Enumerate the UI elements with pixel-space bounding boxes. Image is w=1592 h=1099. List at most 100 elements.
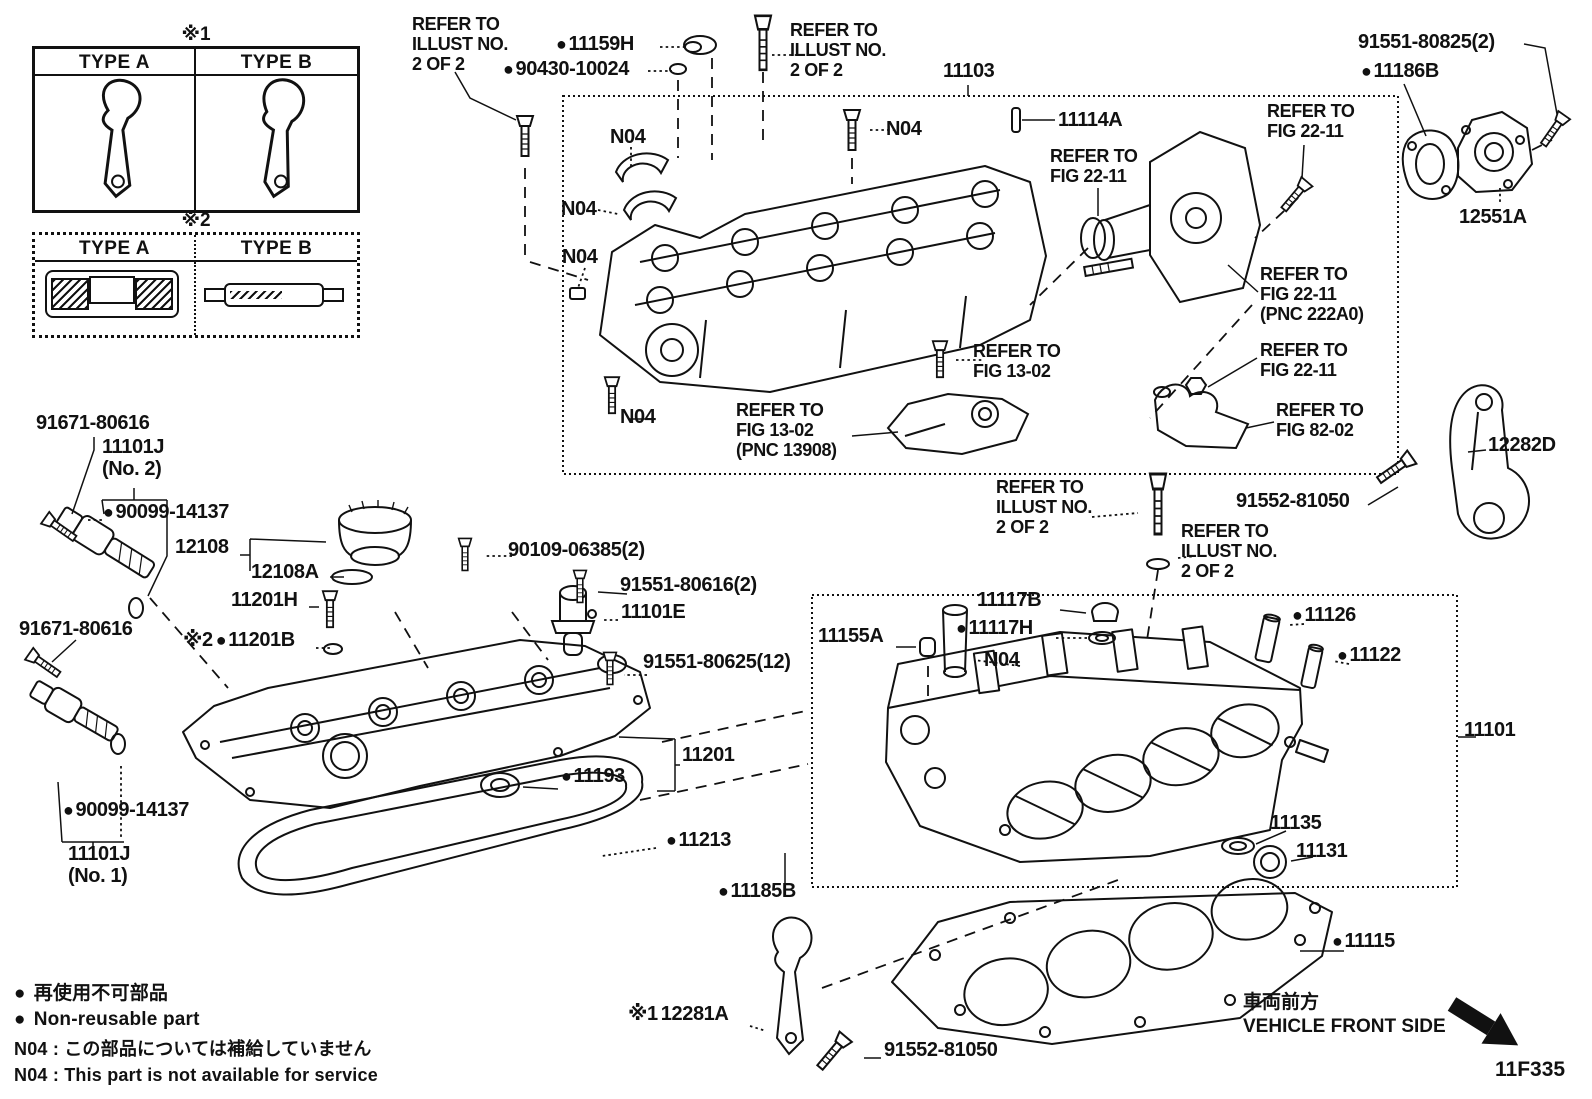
table1-type-b-cell (196, 76, 357, 210)
label-refer-fig2211-c: REFER TO FIG 22-11 (PNC 222A0) (1260, 264, 1364, 324)
oring-drawing (1080, 217, 1106, 259)
label-91551-80625: 91551-80625(12) (643, 651, 791, 673)
label-text: 91671-80616 (19, 618, 133, 640)
bracket-drawing (1153, 383, 1250, 450)
cam-sensor-no2-drawing (55, 506, 156, 619)
table2-type-a-cell (35, 262, 196, 335)
vehicle-front-note: 車両前方 VEHICLE FRONT SIDE (1243, 991, 1446, 1039)
seal-b-hatch (230, 291, 282, 299)
hook-type-b-icon (262, 78, 306, 199)
pin-11114A-drawing (1011, 107, 1021, 133)
cylinder-head-drawing (885, 625, 1329, 863)
label-11159H: ●11159H (556, 33, 634, 55)
label-refer-illust-3: REFER TO ILLUST NO. 2 OF 2 (996, 477, 1092, 537)
label-N04-3: N04 (562, 246, 598, 268)
label-refer-fig1302-a: REFER TO FIG 13-02 (973, 341, 1061, 381)
label-text: 11101J (No. 2) (102, 436, 165, 481)
table1-marker: ※1 (181, 24, 211, 45)
label-text: 11185B (730, 880, 796, 902)
cam-cap-11159H-drawing (683, 35, 717, 55)
label-text: 91551-80825(2) (1358, 31, 1495, 53)
seal-b-stub-left (204, 288, 226, 302)
label-91671-80616-a: 91671-80616 (36, 412, 150, 434)
label-text: 11126 (1304, 604, 1356, 626)
label-text: 11115 (1344, 930, 1395, 952)
label-text: REFER TO FIG 22-11 (PNC 222A0) (1260, 264, 1364, 325)
label-11101E: 11101E (621, 601, 686, 623)
label-N04-5: N04 (984, 649, 1020, 671)
label-refer-illust-4: REFER TO ILLUST NO. 2 OF 2 (1181, 521, 1277, 581)
camshaft-housing-drawing (599, 165, 1047, 393)
non-reusable-bullet-icon: ● (956, 618, 967, 638)
label-N04-1: N04 (610, 126, 646, 148)
label-text: REFER TO ILLUST NO. 2 OF 2 (996, 477, 1092, 538)
non-reusable-bullet-icon: ● (1292, 605, 1303, 625)
label-text: 11101J (No. 1) (68, 843, 131, 888)
dotted-leader-lines (88, 46, 1501, 1032)
label-text: 11135 (1270, 812, 1322, 834)
label-11201H: 11201H (231, 589, 298, 611)
label-11185B: ●11185B (718, 880, 796, 902)
seal-b-stub-right (322, 288, 344, 302)
vehicle-front-en: VEHICLE FRONT SIDE (1243, 1015, 1446, 1037)
non-reusable-bullet-icon: ● (14, 983, 26, 1004)
head-gasket-11115-drawing (891, 878, 1333, 1045)
label-11115: ●11115 (1332, 930, 1395, 952)
type-table-1: ※1 TYPE A TYPE B (32, 24, 360, 213)
label-11114A: 11114A (1058, 109, 1123, 131)
non-reusable-bullet-icon: ● (666, 830, 677, 850)
reference-mark: ※2 (183, 629, 213, 651)
label-text: 11201B (228, 629, 295, 651)
table2-marker: ※2 (181, 210, 211, 231)
legend-n04-en: N04 : This part is not available for ser… (14, 1065, 378, 1085)
label-11186B: ●11186B (1361, 60, 1439, 82)
label-refer-fig2211-a: REFER TO FIG 22-11 (1050, 146, 1138, 186)
reference-mark: ※1 (628, 1003, 658, 1025)
non-reusable-bullet-icon: ● (1337, 645, 1348, 665)
label-text: 91552-81050 (1236, 490, 1350, 512)
label-12282D: 12282D (1488, 434, 1556, 456)
label-11126: ●11126 (1292, 604, 1356, 626)
table2-type-a-header: TYPE A (35, 235, 196, 262)
vehicle-front-jp: 車両前方 (1243, 992, 1320, 1013)
label-text: 11114A (1058, 109, 1123, 131)
label-11101J-no1: 11101J (No. 1) (68, 843, 131, 888)
label-text: 11101E (621, 601, 686, 623)
sleeve-N04-drawing (942, 604, 968, 678)
non-reusable-bullet-icon: ● (215, 630, 227, 650)
label-text: REFER TO ILLUST NO. 2 OF 2 (790, 20, 886, 81)
seal-core (89, 276, 135, 304)
non-reusable-bullet-icon: ● (718, 881, 729, 901)
label-text: 12108A (251, 561, 319, 583)
valve-guide-drawings (1254, 613, 1324, 690)
leader-lines (51, 43, 1558, 1059)
label-text: REFER TO FIG 22-11 (1267, 101, 1355, 142)
label-11135: 11135 (1270, 812, 1322, 834)
outlet-gasket-11186B-drawing (1401, 129, 1460, 200)
label-11122: ●11122 (1337, 644, 1401, 666)
legend: ●再使用不可部品 ●Non-reusable part N04 : この部品につ… (14, 978, 378, 1090)
seal-hatch-right (135, 278, 173, 310)
label-text: 90099-14137 (75, 799, 189, 821)
label-91551-80825: 91551-80825(2) (1358, 31, 1495, 53)
table2-type-b-cell (196, 262, 357, 335)
label-text: 11101 (1464, 719, 1516, 741)
label-text: 11213 (678, 829, 731, 851)
label-11155A: 11155A (818, 625, 884, 647)
label-11201: 11201 (682, 744, 735, 766)
washer-11117H-drawing (1088, 631, 1116, 645)
label-text: N04 (620, 406, 656, 428)
label-91671-80616-b: 91671-80616 (19, 618, 133, 640)
label-text: REFER TO FIG 22-11 (1260, 340, 1348, 381)
label-text: 12281A (660, 1003, 729, 1025)
non-reusable-bullet-icon: ● (503, 59, 514, 79)
label-text: 12551A (1459, 206, 1527, 228)
label-90099-14137-b: ●90099-14137 (63, 799, 189, 821)
non-reusable-bullet-icon: ● (1332, 931, 1343, 951)
legend-non-reusable-jp: ●再使用不可部品 (14, 983, 169, 1004)
washer-11201B-drawing (323, 643, 343, 655)
label-refer-fig8202: REFER TO FIG 82-02 (1276, 400, 1364, 440)
